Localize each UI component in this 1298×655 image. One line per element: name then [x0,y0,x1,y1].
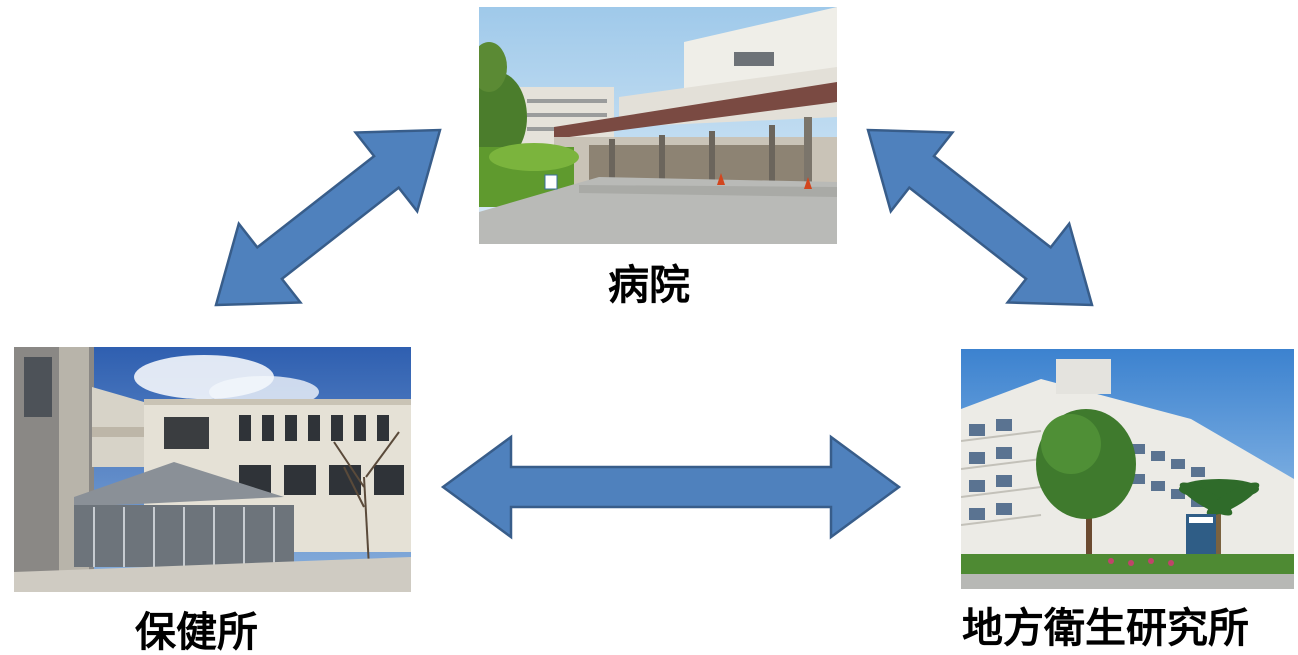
arrow-hospital-local-institute [866,128,1094,307]
health-center-photo [14,347,411,592]
health-center-label: 保健所 [135,608,258,655]
arrow-hospital-health-center [214,128,442,307]
local-institute-label: 地方衛生研究所 [962,604,1249,652]
hospital-label: 病院 [608,261,690,309]
local-institute-photo [961,349,1294,589]
hospital-photo [479,7,837,244]
arrow-health-center-local-institute [440,434,902,540]
